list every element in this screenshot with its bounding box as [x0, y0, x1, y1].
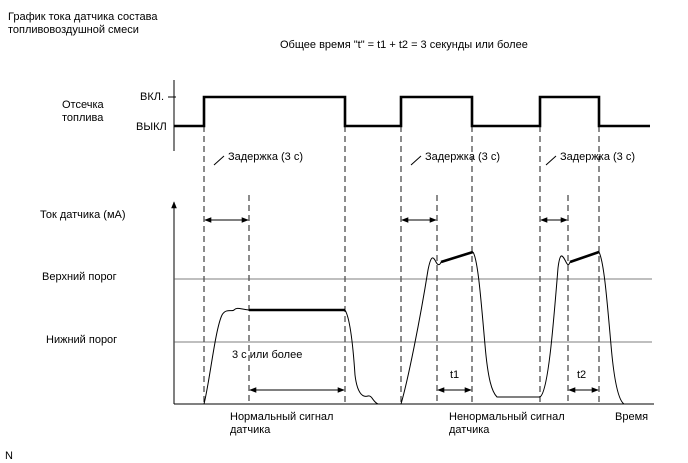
total-time-note: Общее время "t" = t1 + t2 = 3 секунды ил…	[280, 39, 528, 51]
delay-label-2: Задержка (3 с)	[425, 151, 500, 163]
sensor-current-waveform	[203, 250, 625, 405]
normal-signal-line2: датчика	[230, 424, 271, 436]
abnormal-signal-line1: Ненормальный сигнал	[449, 411, 565, 423]
delay-leader-1	[213, 155, 225, 166]
dashed-guides	[203, 126, 600, 402]
diagram-title-line2: топливовоздушной смеси	[8, 24, 139, 36]
duration-label: 3 с или более	[232, 349, 302, 361]
delay-leader-2	[410, 155, 422, 166]
fuel-cut-label-line2: топлива	[62, 112, 104, 124]
corner-mark: N	[5, 450, 13, 462]
t2-label: t2	[577, 369, 586, 381]
delay-label-1: Задержка (3 с)	[228, 151, 303, 163]
fuel-cut-label-line1: Отсечка	[62, 99, 105, 111]
t1-label: t1	[450, 369, 459, 381]
lower-threshold-label: Нижний порог	[46, 334, 117, 346]
delay-label-3: Задержка (3 с)	[560, 151, 635, 163]
fuel-cut-on-label: ВКЛ.	[140, 91, 164, 103]
sensor-current-label: Ток датчика (мА)	[40, 209, 126, 221]
fuel-cut-off-label: ВЫКЛ	[136, 121, 167, 133]
time-axis-label: Время	[615, 411, 648, 423]
upper-threshold-label: Верхний порог	[42, 271, 117, 283]
delay-leader-3	[545, 155, 557, 166]
abnormal-signal-line2: датчика	[449, 424, 490, 436]
normal-signal-line1: Нормальный сигнал	[230, 411, 333, 423]
diagram-title-line1: График тока датчика состава	[8, 11, 158, 23]
fuel-cut-waveform	[174, 95, 650, 128]
